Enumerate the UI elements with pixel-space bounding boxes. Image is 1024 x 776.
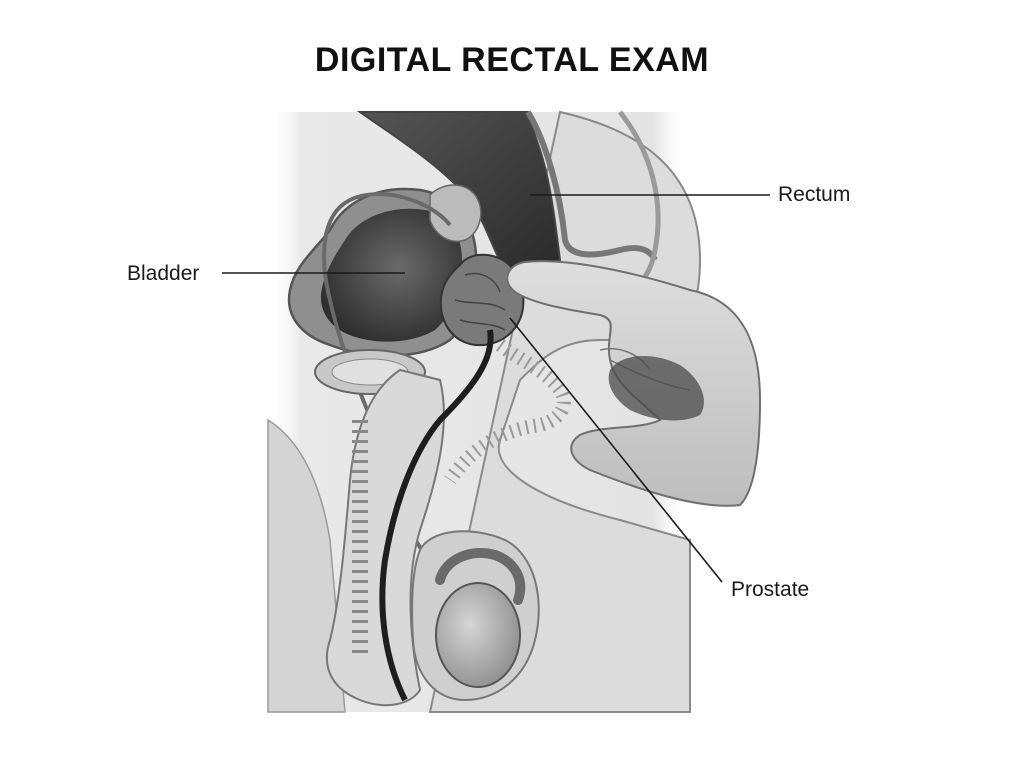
diagram-title: DIGITAL RECTAL EXAM [314,41,710,79]
leader-line-prostate [509,317,723,583]
bladder-label: Bladder [127,262,200,285]
epididymis [435,548,526,605]
seminal-vesicle [429,184,482,242]
rectum-label: Rectum [778,183,851,206]
prostate-lobe-detail [454,272,506,331]
bladder-cavity [320,208,462,342]
prostate-label: Prostate [731,578,810,601]
urethra [379,329,494,702]
prostate-gland [439,253,525,347]
hand-shadow [608,355,704,421]
thigh-outline [267,418,346,713]
rectum-wall [525,110,658,262]
testis [435,582,521,688]
